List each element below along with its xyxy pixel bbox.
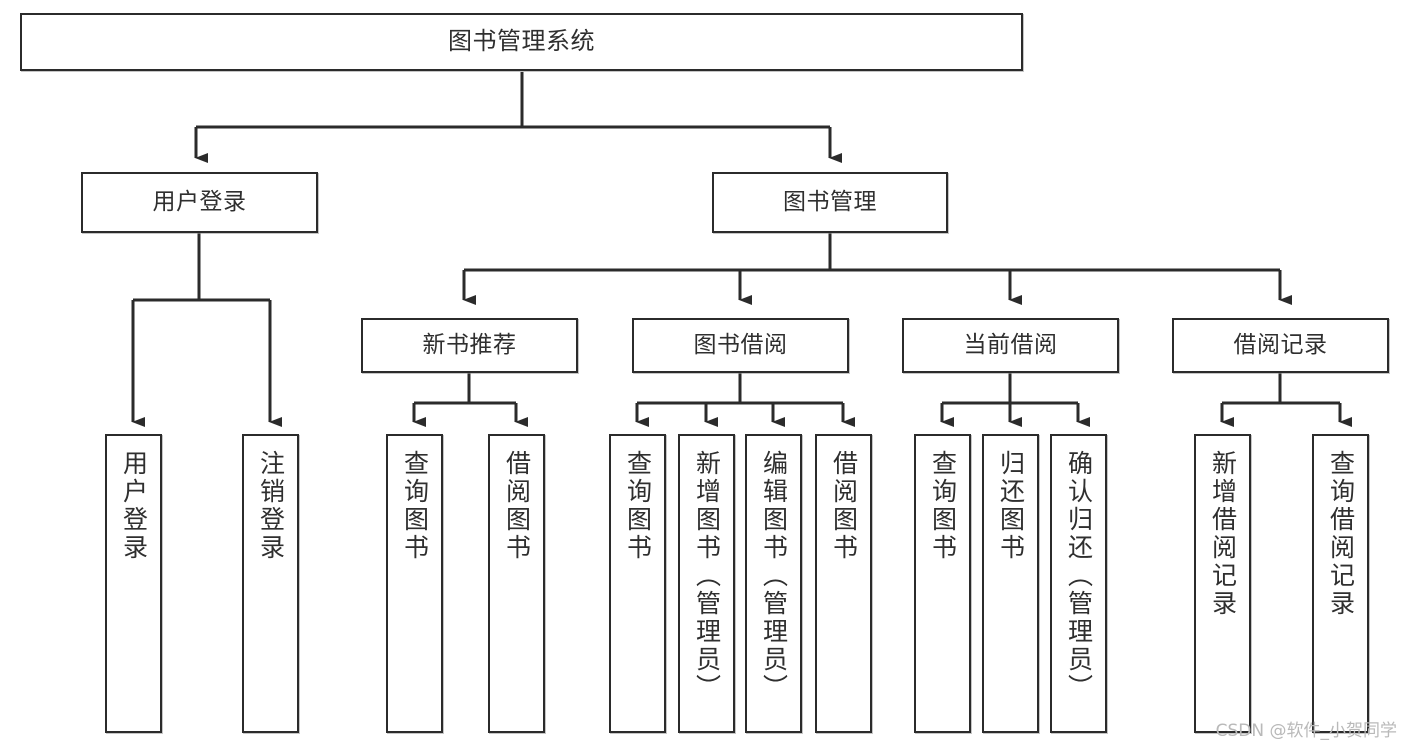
node-label: 新书推荐	[422, 332, 517, 359]
leaf-user-login[interactable]: 用户登录	[105, 434, 162, 733]
leaf-query-borrow-record[interactable]: 查询借阅记录	[1312, 434, 1369, 733]
leaf-borrow-books[interactable]: 借阅图书	[815, 434, 872, 733]
leaf-return-books[interactable]: 归还图书	[982, 434, 1039, 733]
node-book-borrowing[interactable]: 图书借阅	[632, 318, 849, 373]
node-label: 新增借阅记录	[1208, 450, 1238, 618]
node-label: 借阅图书	[502, 450, 532, 562]
node-label: 确认归还（管理员）	[1064, 450, 1094, 702]
node-label: 当前借阅	[963, 332, 1058, 359]
node-borrow-records[interactable]: 借阅记录	[1172, 318, 1389, 373]
node-label: 编辑图书（管理员）	[759, 450, 789, 702]
leaf-borrow-books-new[interactable]: 借阅图书	[488, 434, 545, 733]
node-label: 图书管理	[783, 189, 877, 216]
node-label: 用户登录	[119, 450, 149, 562]
node-label: 查询图书	[623, 450, 653, 562]
leaf-logout[interactable]: 注销登录	[242, 434, 299, 733]
node-label: 图书管理系统	[448, 27, 595, 56]
node-label: 借阅记录	[1233, 332, 1328, 359]
node-user-login[interactable]: 用户登录	[81, 172, 318, 233]
node-root-system[interactable]: 图书管理系统	[20, 13, 1023, 71]
node-label: 查询图书	[400, 450, 430, 562]
leaf-add-borrow-record[interactable]: 新增借阅记录	[1194, 434, 1251, 733]
leaf-edit-book-admin[interactable]: 编辑图书（管理员）	[745, 434, 802, 733]
node-new-book-recommendation[interactable]: 新书推荐	[361, 318, 578, 373]
node-label: 用户登录	[152, 189, 247, 216]
node-label: 查询借阅记录	[1326, 450, 1356, 618]
node-label: 注销登录	[256, 450, 286, 562]
node-label: 图书借阅	[693, 332, 788, 359]
leaf-query-books-current[interactable]: 查询图书	[914, 434, 971, 733]
node-label: 查询图书	[928, 450, 958, 562]
leaf-query-books-borrow[interactable]: 查询图书	[609, 434, 666, 733]
node-label: 借阅图书	[829, 450, 859, 562]
node-book-management[interactable]: 图书管理	[712, 172, 948, 233]
leaf-add-book-admin[interactable]: 新增图书（管理员）	[678, 434, 735, 733]
csdn-watermark: CSDN @软件_小贺同学	[1215, 721, 1397, 741]
node-label: 归还图书	[996, 450, 1026, 562]
node-label: 新增图书（管理员）	[692, 450, 722, 702]
leaf-query-books-new[interactable]: 查询图书	[386, 434, 443, 733]
leaf-confirm-return-admin[interactable]: 确认归还（管理员）	[1050, 434, 1107, 733]
node-current-borrowing[interactable]: 当前借阅	[902, 318, 1119, 373]
